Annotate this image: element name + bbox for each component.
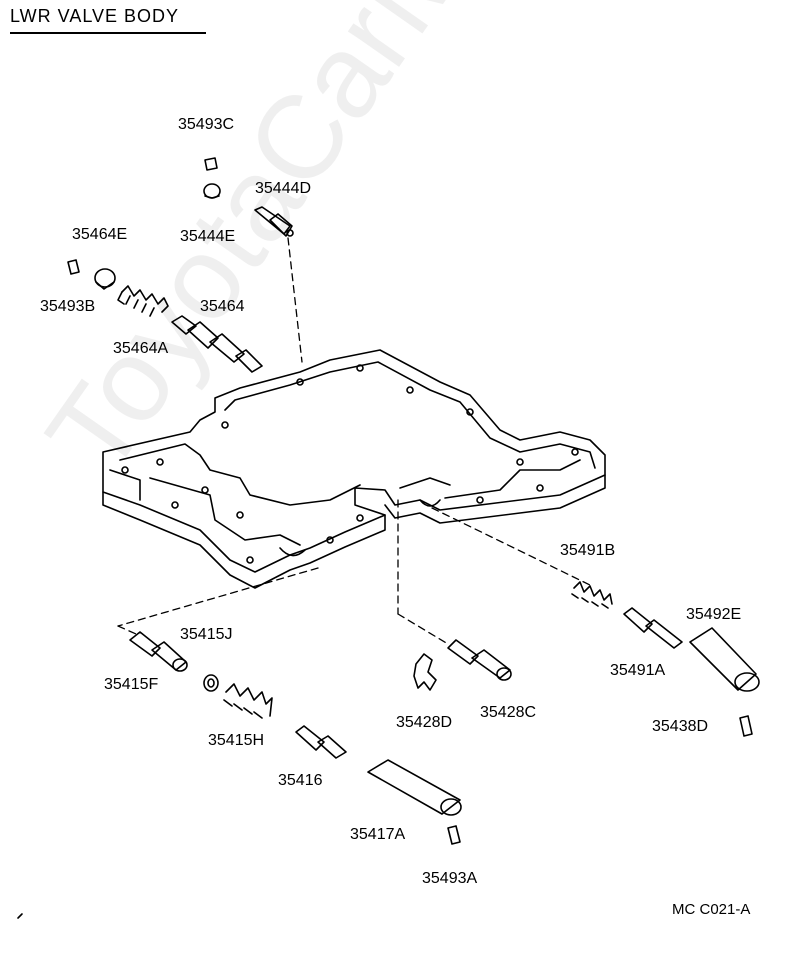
diagram-title: LWR VALVE BODY: [10, 6, 180, 26]
part-label-35438d: 35438D: [652, 718, 709, 735]
valve-35444d: [254, 206, 294, 237]
washer-35415j: [203, 674, 219, 692]
pin-35438d: [739, 715, 753, 737]
part-label-35444d: 35444D: [255, 180, 312, 197]
part-label-35415h: 35415H: [208, 732, 265, 749]
valve-body-plate: [102, 349, 606, 589]
spring-35491b: [571, 581, 613, 609]
valve-35428c: [447, 639, 512, 681]
sleeve-35417a: [367, 759, 462, 816]
corner-mark: [17, 913, 23, 919]
drawing-code: MC C021-A: [672, 901, 751, 918]
part-label-35464a: 35464A: [113, 340, 169, 357]
part-label-35492e: 35492E: [686, 606, 742, 623]
plug-35464e: [94, 268, 116, 290]
sleeve-35492e: [689, 627, 760, 692]
part-label-35464: 35464: [200, 298, 245, 315]
part-label-35428d: 35428D: [396, 714, 453, 731]
part-label-35428c: 35428C: [480, 704, 537, 721]
part-label-35415f: 35415F: [104, 676, 159, 693]
part-label-35464e: 35464E: [72, 226, 128, 243]
pin-35493c: [204, 157, 218, 171]
spring-35464a: [117, 285, 169, 317]
pin-35493a: [447, 825, 461, 845]
part-label-35493a: 35493A: [422, 870, 478, 887]
part-label-35415j: 35415J: [180, 626, 233, 643]
part-label-35444e: 35444E: [180, 228, 236, 245]
pin-35493b: [67, 259, 80, 275]
valve-35415f: [129, 631, 188, 672]
plug-35444e: [203, 183, 221, 199]
spring-35415h: [223, 683, 273, 719]
valve-35416: [295, 725, 347, 759]
clip-35428d: [413, 653, 437, 691]
part-label-35491a: 35491A: [610, 662, 666, 679]
valve-35464: [171, 315, 263, 373]
part-label-35416: 35416: [278, 772, 323, 789]
title-underline: [10, 32, 206, 34]
part-label-35493b: 35493B: [40, 298, 96, 315]
part-label-35491b: 35491B: [560, 542, 616, 559]
part-label-35417a: 35417A: [350, 826, 406, 843]
part-label-35493c: 35493C: [178, 116, 235, 133]
leader-lines: [117, 237, 593, 645]
valve-35491a: [623, 607, 683, 649]
